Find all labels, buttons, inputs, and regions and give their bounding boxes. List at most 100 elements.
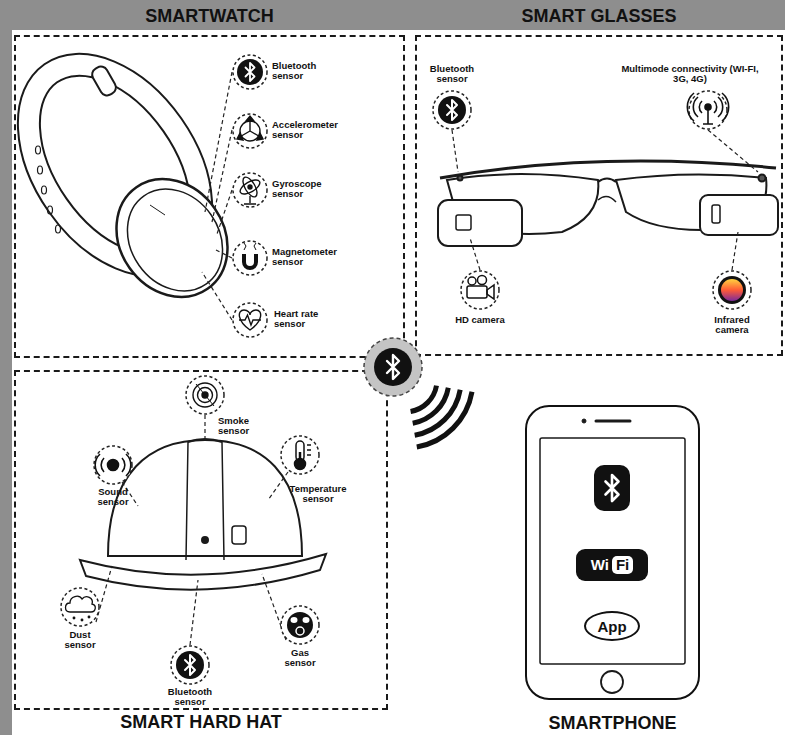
- device-title: SMART HARD HAT: [16, 711, 386, 733]
- bluetooth-icon: [237, 59, 263, 85]
- sensor-circle: [232, 54, 268, 90]
- sensor-circle: [688, 90, 728, 130]
- sensor-callout: Gas sensor: [280, 605, 320, 645]
- thermometer-icon: [295, 441, 312, 470]
- gyroscope-icon: [238, 175, 262, 204]
- sound-icon: [108, 460, 119, 471]
- smartphone-illustration: [540, 419, 685, 693]
- infrared-icon: [718, 276, 746, 304]
- wifi-logo: WiFi: [576, 549, 648, 581]
- hard-hat-illustration: [80, 554, 326, 590]
- sensor-callout: Bluetooth sensor: [170, 645, 210, 685]
- leader-line: [216, 250, 232, 258]
- smart-glasses-illustration: [438, 161, 778, 246]
- sensor-label: Bluetooth sensor: [161, 687, 219, 707]
- antenna-icon: [693, 97, 722, 117]
- gyroscope-icon: [240, 175, 260, 199]
- sensor-circle: [433, 91, 471, 129]
- smoke-icon: [196, 384, 214, 406]
- smart-glasses-illustration: [598, 196, 616, 202]
- smartwatch-illustration: [56, 225, 61, 233]
- hard-hat-illustration: [186, 442, 224, 560]
- sensor-circle: [186, 376, 224, 414]
- thermometer-icon: [307, 445, 311, 455]
- gyroscope-icon: [244, 196, 256, 204]
- smoke-icon: [198, 388, 213, 403]
- camera-icon: [467, 276, 494, 300]
- thermometer-icon: [295, 459, 306, 470]
- gas-mask-icon: [291, 617, 298, 623]
- sensor-label: Gyroscope sensor: [272, 179, 337, 199]
- magnetometer-icon: [242, 243, 258, 270]
- smartwatch-illustration: [94, 157, 250, 318]
- gas-mask-icon: [296, 627, 304, 635]
- dust-icon: [66, 596, 96, 612]
- smartwatch-illustration: [42, 186, 47, 194]
- magnetometer-icon: [244, 243, 256, 250]
- infrared-icon: [721, 279, 743, 301]
- bluetooth-hub-icon: [387, 355, 399, 379]
- wireless-waves: [417, 392, 472, 447]
- sensor-label: Accelerometer sensor: [272, 120, 347, 140]
- sensor-callout: Smoke sensor: [185, 375, 225, 415]
- sensor-circle: [233, 173, 267, 207]
- sensor-circle: [94, 446, 132, 484]
- gas-mask-icon: [287, 612, 313, 638]
- heart-rate-icon: [239, 310, 260, 330]
- sensor-circle: [171, 646, 209, 684]
- leader-line: [202, 272, 232, 320]
- wireless-waves: [415, 390, 461, 436]
- bluetooth-icon: [447, 100, 457, 120]
- hard-hat-illustration: [232, 526, 246, 544]
- smartwatch-illustration: [36, 146, 41, 154]
- sensor-circle: [232, 113, 268, 149]
- wireless-waves: [411, 386, 472, 447]
- smart-glasses-illustration: [759, 175, 766, 182]
- device-panel: SMARTWATCHBluetooth sensorAccelerometer …: [14, 35, 405, 358]
- sensor-circle: [280, 605, 320, 645]
- smartwatch-illustration: [0, 33, 250, 319]
- leader-line: [204, 415, 205, 442]
- sensor-callout: Multimode connectivity (WI-FI, 3G, 4G): [688, 90, 728, 130]
- sensor-circle: [170, 645, 210, 685]
- sensor-circle: [461, 271, 499, 309]
- leader-line: [732, 232, 738, 270]
- sensor-label: Heart rate sensor: [274, 309, 332, 329]
- smartphone-illustration: [601, 671, 623, 693]
- smartwatch-illustration: [108, 171, 242, 310]
- gas-mask-icon: [303, 617, 310, 623]
- smartphone-illustration: [596, 420, 630, 423]
- sensor-circle: [232, 240, 268, 276]
- bluetooth-icon: [176, 651, 204, 679]
- device-title: SMARTWATCH: [16, 5, 403, 27]
- bluetooth-icon: [185, 655, 195, 675]
- sensor-callout: Magnetometer sensor: [232, 240, 268, 276]
- camera-icon: [468, 277, 476, 285]
- gyroscope-icon: [248, 185, 252, 189]
- antenna-icon: [703, 110, 713, 124]
- sensor-circle: [233, 114, 267, 148]
- page-background: [12, 30, 785, 735]
- device-panel: SMART GLASSESBluetooth sensorMultimode c…: [415, 35, 783, 356]
- smoke-icon: [202, 392, 208, 398]
- leader-line: [205, 72, 232, 212]
- sensor-label: Infrared camera: [702, 315, 762, 335]
- sensor-label: Bluetooth sensor: [272, 61, 330, 81]
- sensor-label: Smoke sensor: [218, 416, 263, 436]
- smartwatch-illustration: [48, 206, 53, 214]
- dust-icon: [66, 596, 96, 621]
- antenna-icon: [705, 104, 711, 110]
- bluetooth-icon: [438, 96, 466, 124]
- sensor-callout: Sound sensor: [93, 445, 133, 485]
- leader-line: [190, 580, 198, 645]
- magnetometer-icon: [242, 254, 258, 270]
- smart-glasses-illustration: [438, 200, 522, 246]
- wifi-text: Fi: [612, 556, 633, 574]
- bluetooth-icon: [237, 59, 263, 85]
- smoke-icon: [193, 383, 217, 407]
- leader-line: [217, 190, 232, 234]
- sensor-label: Dust sensor: [58, 630, 102, 650]
